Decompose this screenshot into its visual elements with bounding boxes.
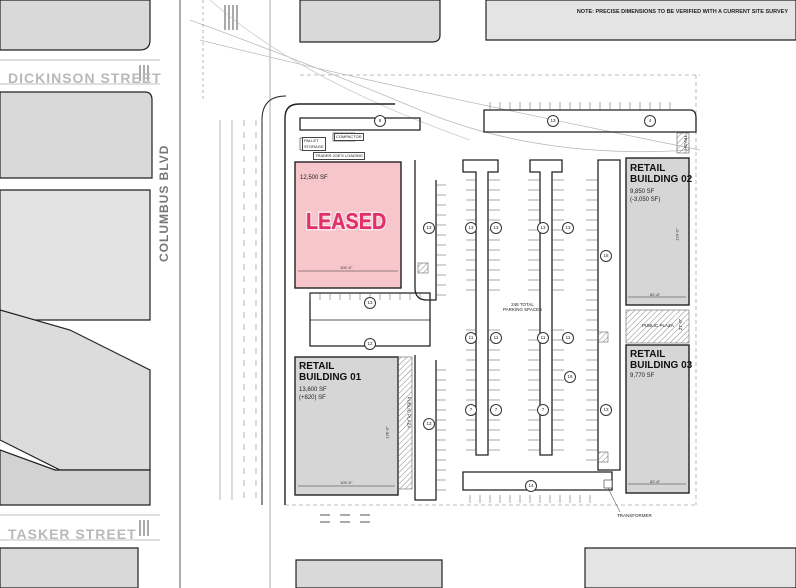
retail-03-width-dim: 82'-8"	[650, 479, 661, 484]
leased-width-dim: 100'-0"	[340, 265, 353, 270]
space-count: 13	[562, 222, 574, 234]
space-count: 13	[547, 115, 559, 127]
block-nw	[0, 0, 151, 51]
pallet-storage-label: PALLET STORAGE	[302, 137, 326, 151]
retail-02-area: 9,850 SF (-3,050 SF)	[630, 189, 661, 203]
retail-02-width-dim: 82'-8"	[650, 292, 661, 297]
block-w-low	[0, 449, 151, 506]
space-count: 11	[490, 332, 502, 344]
block-n-top	[299, 0, 441, 43]
space-count: 13	[537, 222, 549, 234]
trash-label: TRASH	[683, 134, 689, 151]
space-count: 16	[600, 250, 612, 262]
retail-building-02	[625, 157, 690, 306]
space-count: 14	[525, 480, 537, 492]
space-count: 12	[364, 338, 376, 350]
plaza-depth-dim: 27'-0"	[678, 318, 684, 331]
retail-01-title: RETAIL BUILDING 01	[299, 361, 362, 383]
site-curb	[284, 103, 395, 505]
retail-building-01	[294, 356, 399, 496]
retail-02-depth-dim: 120'-0"	[674, 228, 680, 241]
block-sw	[0, 547, 139, 588]
space-count: 11	[465, 332, 477, 344]
block-ne-top	[485, 0, 796, 41]
space-count: 4	[644, 115, 656, 127]
crosswalks	[139, 5, 370, 536]
leased-building-area: 12,500 SF	[300, 175, 328, 181]
transformer-pad	[603, 479, 613, 489]
survey-note: NOTE: PRECISE DIMENSIONS TO BE VERIFIED …	[576, 9, 788, 15]
space-count: 13	[600, 404, 612, 416]
retail-03-area: 9,770 SF	[630, 373, 655, 379]
retail-01-depth-dim: 136'-0"	[384, 426, 390, 439]
street-label-dickinson: DICKINSON STREET	[8, 70, 162, 86]
transformer-label: TRANSFORMER	[617, 513, 652, 518]
space-count: 13	[364, 297, 376, 309]
block-s	[295, 559, 443, 588]
loading-label: TRADER JOE'S LOADING	[313, 152, 365, 160]
retail-03-title: RETAIL BUILDING 03	[630, 349, 693, 371]
space-count: 13	[490, 222, 502, 234]
retail-02-title: RETAIL BUILDING 02	[630, 163, 693, 185]
blvd-lanes	[202, 0, 257, 500]
public-plaza-label: PUBLIC PLAZA	[642, 323, 674, 328]
space-count: 11	[562, 332, 574, 344]
leased-stamp: LEASED	[305, 207, 387, 235]
space-count: 7	[490, 404, 502, 416]
block-se	[584, 547, 796, 588]
leased-building	[294, 161, 402, 289]
block-w-angled	[0, 309, 151, 471]
street-label-tasker: TASKER STREET	[8, 526, 137, 542]
space-count: 13	[423, 222, 435, 234]
space-count: 8	[374, 115, 386, 127]
retail-building-03	[625, 344, 690, 494]
block-dickinson-w	[0, 91, 153, 179]
parking-total-label: 248 TOTAL PARKING SPACES	[503, 302, 543, 312]
retail-01-width-dim: 100'-0"	[340, 480, 353, 485]
parking-rows	[414, 159, 621, 501]
road-lines	[0, 0, 701, 588]
block-w-mid	[0, 189, 151, 321]
street-label-columbus: COLUMBUS BLVD	[157, 144, 171, 262]
space-count: 7	[465, 404, 477, 416]
public-plaza-vertical-label: PUBLIC PLAZA	[406, 396, 412, 429]
retail-01-area: 13,600 SF (+820) SF	[299, 387, 327, 401]
compactor-label: COMPACTOR	[334, 133, 364, 141]
space-count: 11	[537, 332, 549, 344]
space-count: 16	[564, 371, 576, 383]
space-count: 13	[423, 418, 435, 430]
space-count: 7	[537, 404, 549, 416]
space-count: 13	[465, 222, 477, 234]
parking-islands-top	[299, 109, 697, 133]
